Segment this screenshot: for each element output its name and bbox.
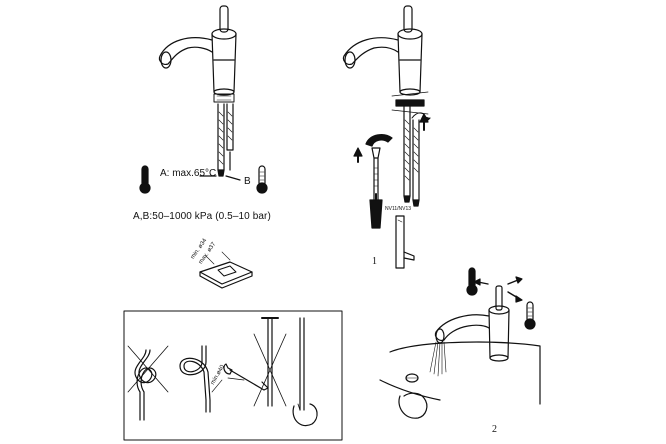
thermometer-hot-icon [139,165,151,194]
pressure-range-label: A,B:50–1000 kPa (0.5–10 bar) [133,211,271,222]
thermometer-cold-icon [256,165,268,194]
thermometer-cold-icon [524,301,536,330]
faucet-in-basin [379,276,541,419]
max-temperature-label: A: max.65°C [160,168,217,179]
hose-guidance-panel [123,310,343,441]
step-1-number: 1 [372,256,377,267]
nut-code-label: NV11/NV13 [385,206,412,212]
faucet-exploded-view [342,5,431,269]
step-2-number: 2 [492,424,497,435]
faucet-front-view [158,5,241,181]
mounting-plate [199,251,253,289]
thermometer-hot-icon [466,267,478,296]
point-b-label: B [244,176,251,187]
